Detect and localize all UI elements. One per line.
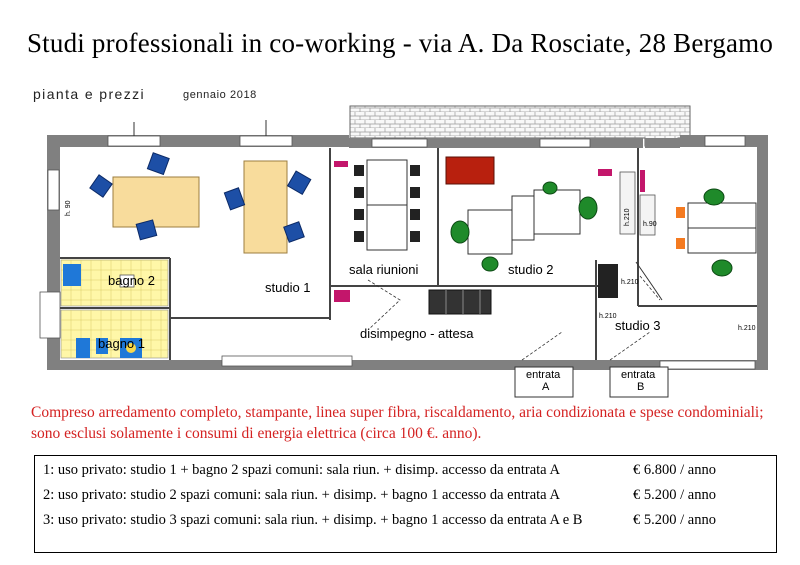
label-h210-b: h.210 xyxy=(621,279,639,286)
studio3-chairs-orange xyxy=(676,207,685,249)
excluded-costs-note: sono esclusi solamente i consumi di ener… xyxy=(31,425,482,442)
studio3-chairs-green xyxy=(703,188,733,277)
label-entrata-b-2: B xyxy=(637,381,644,393)
label-sala-riunioni: sala riunioni xyxy=(349,262,418,277)
studio2-shelves xyxy=(619,171,656,236)
label-h210-a: h.210 xyxy=(624,208,631,226)
offer-3-price: € 5.200 / anno xyxy=(633,512,716,528)
offer-2-description: 2: uso privato: studio 2 spazi comuni: s… xyxy=(43,487,560,503)
left-wall-windows xyxy=(39,169,61,339)
studio1-desks xyxy=(112,160,288,254)
label-bagno1: bagno 1 xyxy=(98,336,145,351)
label-h90-b: h.90 xyxy=(643,221,657,228)
page-title: Studi professionali in co-working - via … xyxy=(26,28,774,58)
meeting-chairs xyxy=(354,165,420,242)
label-entrata-a-1: entrata xyxy=(526,369,561,381)
plan-subtitle: pianta e prezzi xyxy=(33,86,146,102)
door-arcs xyxy=(635,261,663,301)
label-disimpegno: disimpegno - attesa xyxy=(360,326,474,341)
included-services-note: Compreso arredamento completo, stampante… xyxy=(31,404,764,421)
window-ticks xyxy=(133,120,267,136)
studio3-desks xyxy=(687,202,757,254)
label-entrata-b-1: entrata xyxy=(621,369,656,381)
offer-1-description: 1: uso privato: studio 1 + bagno 2 spazi… xyxy=(43,462,560,478)
label-h90-a: h. 90 xyxy=(65,200,72,216)
label-h210-c: h.210 xyxy=(599,313,617,320)
entrance-frames xyxy=(514,366,669,398)
waiting-cabinet xyxy=(428,289,492,315)
plan-date: gennaio 2018 xyxy=(183,89,257,101)
label-h210-d: h.210 xyxy=(738,325,756,332)
bottom-windows xyxy=(221,355,756,370)
offer-2-price: € 5.200 / anno xyxy=(633,487,716,503)
label-studio3: studio 3 xyxy=(615,318,661,333)
inner-walls xyxy=(60,148,757,360)
studio1-chairs xyxy=(89,152,312,243)
floor-plan: studio 1 studio 2 studio 3 sala riunioni… xyxy=(39,105,768,398)
bagno1-floor xyxy=(60,309,169,359)
offer-3-description: 3: uso privato: studio 3 spazi comuni: s… xyxy=(43,512,583,528)
label-studio1: studio 1 xyxy=(265,280,311,295)
studio2-chairs xyxy=(450,181,598,272)
offer-1-price: € 6.800 / anno xyxy=(633,462,716,478)
pricing-table: 1: uso privato: studio 1 + bagno 2 spazi… xyxy=(34,455,777,553)
red-sofa xyxy=(445,156,495,185)
plan-labels: studio 1 studio 2 studio 3 sala riunioni… xyxy=(65,200,756,393)
label-entrata-a-2: A xyxy=(542,381,550,393)
bagno2-floor xyxy=(60,259,169,307)
black-column xyxy=(598,264,618,298)
label-studio2: studio 2 xyxy=(508,262,554,277)
label-bagno2: bagno 2 xyxy=(108,273,155,288)
studio2-desks xyxy=(467,189,581,255)
meeting-table xyxy=(366,159,408,251)
